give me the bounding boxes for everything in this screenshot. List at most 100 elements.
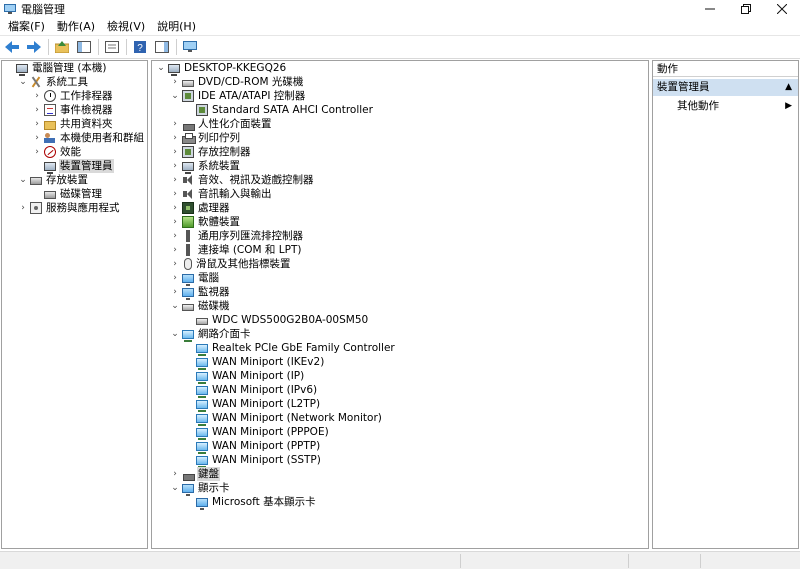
- tree-item[interactable]: › 本機使用者和群組: [32, 131, 145, 145]
- expanded-chevron-icon[interactable]: ⌄: [19, 175, 27, 185]
- tree-item[interactable]: ⌄網路介面卡: [170, 327, 252, 342]
- collapsed-chevron-icon[interactable]: ›: [173, 273, 177, 283]
- tree-item[interactable]: ⌄顯示卡: [170, 481, 231, 496]
- monitor-button[interactable]: [181, 38, 199, 56]
- tree-item[interactable]: ›工作排程器: [32, 89, 114, 103]
- help-button[interactable]: ?: [131, 38, 149, 56]
- collapsed-chevron-icon[interactable]: ›: [35, 105, 39, 115]
- tree-item-label: 效能: [60, 146, 81, 158]
- drive-icon: [196, 318, 208, 325]
- properties-icon: [105, 41, 119, 53]
- minimize-button[interactable]: [692, 0, 728, 18]
- tree-item[interactable]: ›通用序列匯流排控制器: [170, 229, 304, 243]
- tree-item[interactable]: ›服務與應用程式: [18, 201, 121, 215]
- tree-item[interactable]: Realtek PCIe GbE Family Controller: [184, 341, 396, 356]
- computer-icon: [168, 64, 180, 76]
- tree-item[interactable]: WAN Miniport (IKEv2): [184, 355, 325, 370]
- collapsed-chevron-icon[interactable]: ›: [173, 287, 177, 297]
- tree-item-label: WAN Miniport (IPv6): [212, 384, 318, 396]
- actions-group-device-manager[interactable]: 裝置管理員 ▲: [653, 79, 798, 96]
- expanded-chevron-icon[interactable]: ⌄: [171, 329, 179, 339]
- expanded-chevron-icon[interactable]: ⌄: [157, 63, 165, 73]
- tree-item[interactable]: ›電腦: [170, 271, 220, 286]
- collapsed-chevron-icon[interactable]: ›: [173, 231, 177, 241]
- collapsed-chevron-icon[interactable]: ›: [35, 91, 39, 101]
- tree-item[interactable]: ›鍵盤: [170, 467, 220, 481]
- collapsed-chevron-icon[interactable]: ›: [173, 175, 177, 185]
- tree-item-label: 監視器: [198, 286, 230, 298]
- tree-item[interactable]: Standard SATA AHCI Controller: [184, 103, 374, 117]
- tree-item[interactable]: ›事件檢視器: [32, 103, 114, 117]
- expanded-chevron-icon[interactable]: ⌄: [19, 77, 27, 87]
- tree-item[interactable]: ›連接埠 (COM 和 LPT): [170, 243, 302, 257]
- device-tree-pane[interactable]: ⌄DESKTOP-KKEGQ26›DVD/CD-ROM 光碟機⌄IDE ATA/…: [151, 60, 649, 549]
- tree-item-label: 本機使用者和群組: [60, 132, 144, 144]
- collapsed-chevron-icon[interactable]: ›: [35, 119, 39, 129]
- tree-item[interactable]: 磁碟管理: [32, 187, 103, 201]
- tree-indent-spacer: [184, 383, 194, 397]
- tree-item[interactable]: ›系統裝置: [170, 159, 241, 174]
- tree-item[interactable]: ›音訊輸入與輸出: [170, 187, 273, 201]
- collapsed-chevron-icon[interactable]: ›: [173, 147, 177, 157]
- tree-item[interactable]: ⌄磁碟機: [170, 299, 231, 313]
- collapsed-chevron-icon[interactable]: ›: [21, 203, 25, 213]
- console-tree-pane[interactable]: 電腦管理 (本機)⌄系統工具›工作排程器›事件檢視器›共用資料夾›本機使用者和群…: [1, 60, 148, 549]
- tree-item[interactable]: 裝置管理員: [32, 159, 114, 174]
- tree-item[interactable]: › 效能: [32, 145, 82, 159]
- tree-item[interactable]: WAN Miniport (PPTP): [184, 439, 321, 454]
- tree-item[interactable]: ›處理器: [170, 201, 231, 215]
- tree-item[interactable]: ›列印佇列: [170, 131, 241, 145]
- collapsed-chevron-icon[interactable]: ›: [173, 77, 177, 87]
- expanded-chevron-icon[interactable]: ⌄: [171, 91, 179, 101]
- up-one-level-button[interactable]: [53, 38, 71, 56]
- collapsed-chevron-icon[interactable]: ›: [173, 189, 177, 199]
- menu-view[interactable]: 檢視(V): [107, 20, 146, 33]
- collapsed-chevron-icon[interactable]: ›: [173, 119, 177, 129]
- forward-button[interactable]: [25, 38, 43, 56]
- tree-item[interactable]: WAN Miniport (IP): [184, 369, 305, 384]
- tree-item[interactable]: ›共用資料夾: [32, 117, 114, 131]
- collapsed-chevron-icon[interactable]: ›: [173, 203, 177, 213]
- properties-button[interactable]: [103, 38, 121, 56]
- tree-item[interactable]: WAN Miniport (L2TP): [184, 397, 321, 412]
- collapsed-chevron-icon[interactable]: ›: [173, 133, 177, 143]
- show-hide-tree-button[interactable]: [75, 38, 93, 56]
- back-button[interactable]: [3, 38, 21, 56]
- restore-button[interactable]: [728, 0, 764, 18]
- tree-item[interactable]: ⌄系統工具: [18, 75, 89, 89]
- collapsed-chevron-icon[interactable]: ›: [173, 245, 177, 255]
- tree-item[interactable]: ›滑鼠及其他指標裝置: [170, 257, 292, 271]
- tree-item[interactable]: ›軟體裝置: [170, 215, 241, 229]
- tree-item[interactable]: ⌄DESKTOP-KKEGQ26: [156, 61, 287, 76]
- close-button[interactable]: [764, 0, 800, 18]
- tree-indent-spacer: [32, 187, 42, 201]
- more-actions-item[interactable]: 其他動作: [677, 100, 719, 112]
- collapsed-chevron-icon[interactable]: ›: [173, 469, 177, 479]
- tree-item[interactable]: ⌄IDE ATA/ATAPI 控制器: [170, 89, 306, 103]
- tree-indent-spacer: [184, 439, 194, 453]
- collapsed-chevron-icon[interactable]: ›: [35, 147, 39, 157]
- tree-item[interactable]: Microsoft 基本顯示卡: [184, 495, 317, 510]
- expanded-chevron-icon[interactable]: ⌄: [171, 483, 179, 493]
- collapsed-chevron-icon[interactable]: ›: [173, 259, 177, 269]
- tree-item[interactable]: ›人性化介面裝置: [170, 117, 273, 131]
- tree-item[interactable]: 電腦管理 (本機): [4, 61, 108, 76]
- collapsed-chevron-icon[interactable]: ›: [35, 133, 39, 143]
- tree-item[interactable]: ›存放控制器: [170, 145, 252, 159]
- show-action-pane-button[interactable]: [153, 38, 171, 56]
- tree-item[interactable]: WAN Miniport (PPPOE): [184, 425, 330, 440]
- expanded-chevron-icon[interactable]: ⌄: [171, 301, 179, 311]
- tree-item[interactable]: ⌄存放裝置: [18, 173, 89, 187]
- tree-item[interactable]: ›音效、視訊及遊戲控制器: [170, 173, 315, 187]
- tree-item[interactable]: WAN Miniport (Network Monitor): [184, 411, 383, 426]
- collapsed-chevron-icon[interactable]: ›: [173, 161, 177, 171]
- menu-action[interactable]: 動作(A): [56, 20, 96, 33]
- tree-item[interactable]: › 監視器: [170, 285, 231, 300]
- tree-item[interactable]: ›DVD/CD-ROM 光碟機: [170, 75, 304, 89]
- menu-help[interactable]: 說明(H): [157, 20, 196, 33]
- menu-file[interactable]: 檔案(F): [8, 20, 45, 33]
- tree-item[interactable]: WAN Miniport (IPv6): [184, 383, 318, 398]
- tree-item[interactable]: WAN Miniport (SSTP): [184, 453, 322, 468]
- collapsed-chevron-icon[interactable]: ›: [173, 217, 177, 227]
- tree-item[interactable]: WDC WDS500G2B0A-00SM50: [184, 313, 369, 327]
